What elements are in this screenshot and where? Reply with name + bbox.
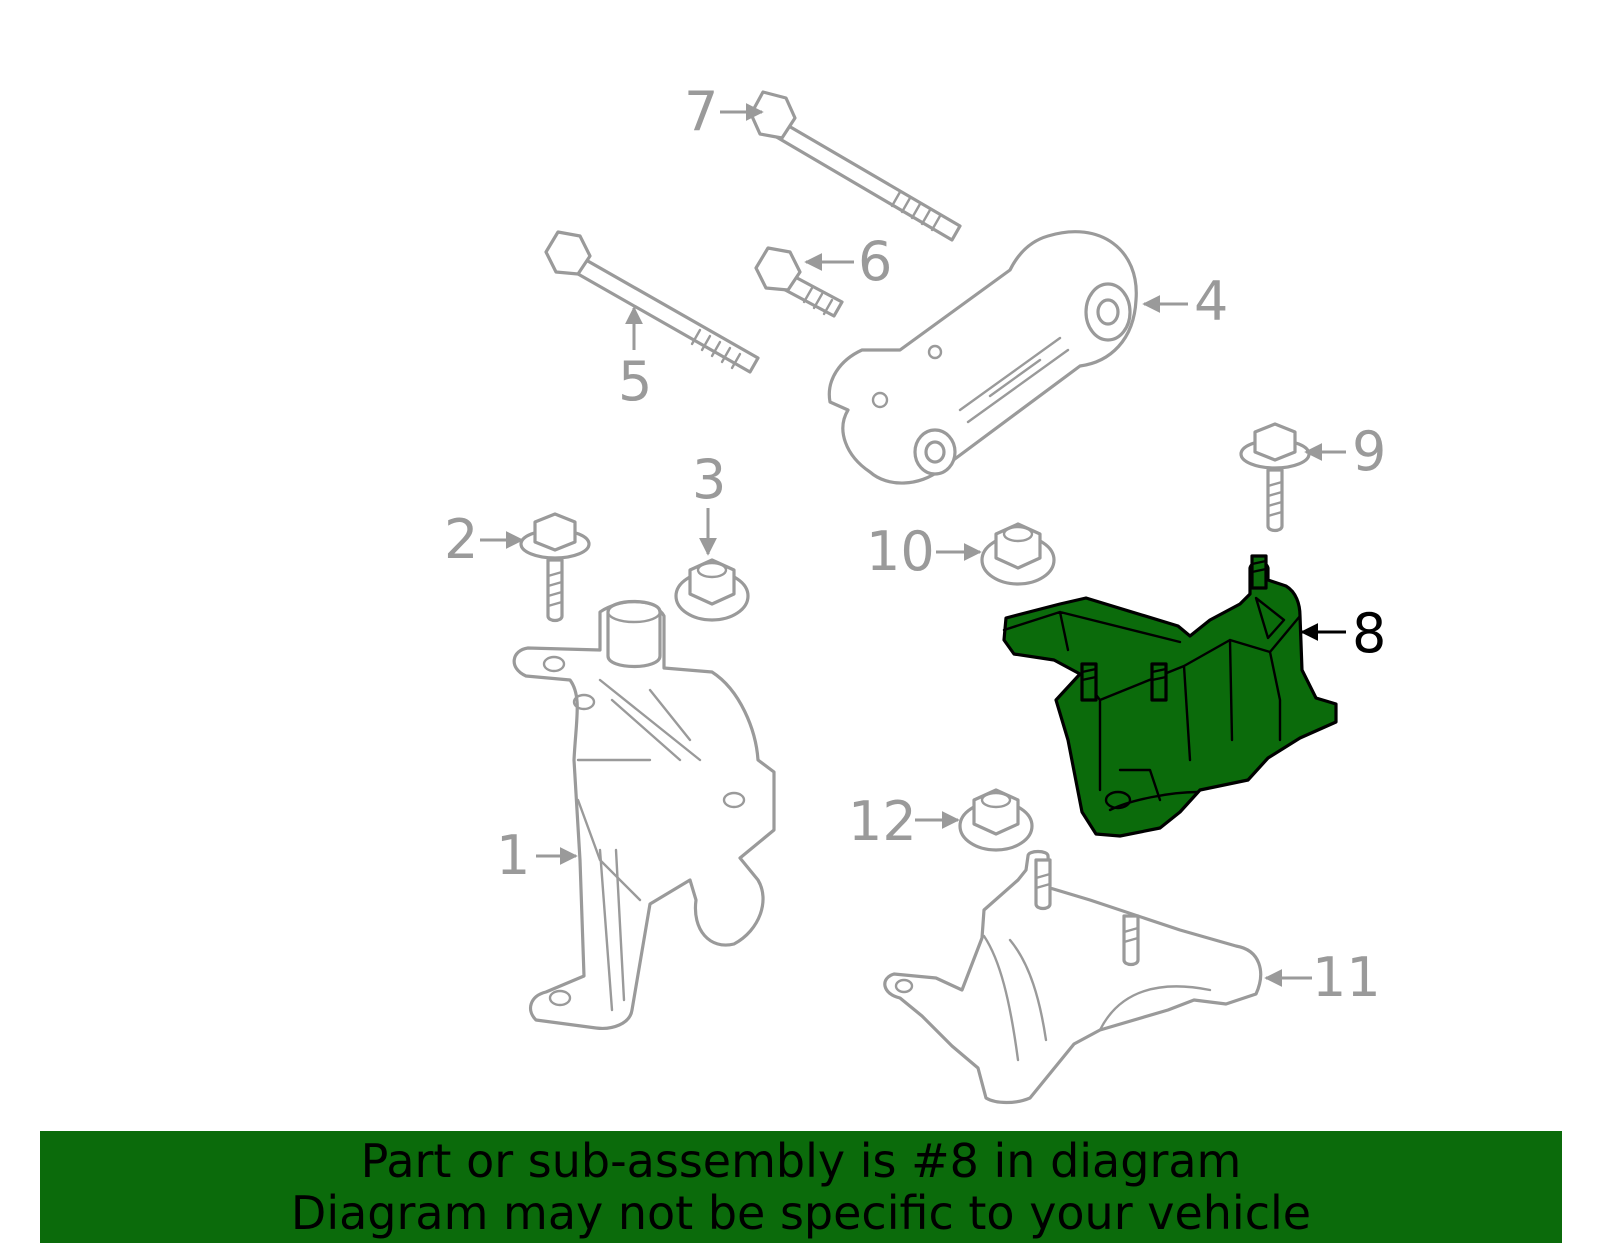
- diagram-notice-banner: Part or sub-assembly is #8 in diagram Di…: [40, 1131, 1562, 1243]
- callout-arrows: [480, 103, 1346, 987]
- part-8-mount-bracket-highlighted[interactable]: [1002, 554, 1338, 838]
- part-10-nut[interactable]: [980, 522, 1056, 586]
- callout-8: 8: [1352, 602, 1386, 665]
- part-11-transmission-mount[interactable]: [883, 849, 1263, 1105]
- callout-4: 4: [1194, 270, 1228, 333]
- part-3-nut[interactable]: [674, 558, 750, 622]
- callout-2: 2: [444, 508, 478, 571]
- callout-5: 5: [618, 350, 652, 413]
- callout-12: 12: [848, 790, 917, 853]
- callout-9: 9: [1352, 420, 1386, 483]
- callout-3: 3: [692, 448, 726, 511]
- callout-labels: 7 6 4 5 9 3 2 10 8 12 1 11: [444, 80, 1386, 1009]
- part-7-bolt[interactable]: [749, 90, 962, 242]
- part-4-torque-rod[interactable]: [827, 230, 1138, 485]
- notice-line-1: Part or sub-assembly is #8 in diagram: [360, 1134, 1242, 1188]
- part-2-bolt[interactable]: [519, 512, 591, 623]
- callout-6: 6: [858, 230, 892, 293]
- notice-line-2: Diagram may not be specific to your vehi…: [290, 1186, 1312, 1240]
- callout-11: 11: [1312, 946, 1381, 1009]
- part-6-bolt[interactable]: [754, 246, 844, 318]
- part-5-bolt[interactable]: [544, 230, 760, 374]
- callout-1: 1: [496, 824, 530, 887]
- part-12-nut[interactable]: [958, 788, 1034, 852]
- callout-7: 7: [684, 80, 718, 143]
- part-1-engine-mount[interactable]: [512, 600, 776, 1030]
- callout-10: 10: [866, 520, 935, 583]
- part-9-bolt[interactable]: [1239, 422, 1311, 533]
